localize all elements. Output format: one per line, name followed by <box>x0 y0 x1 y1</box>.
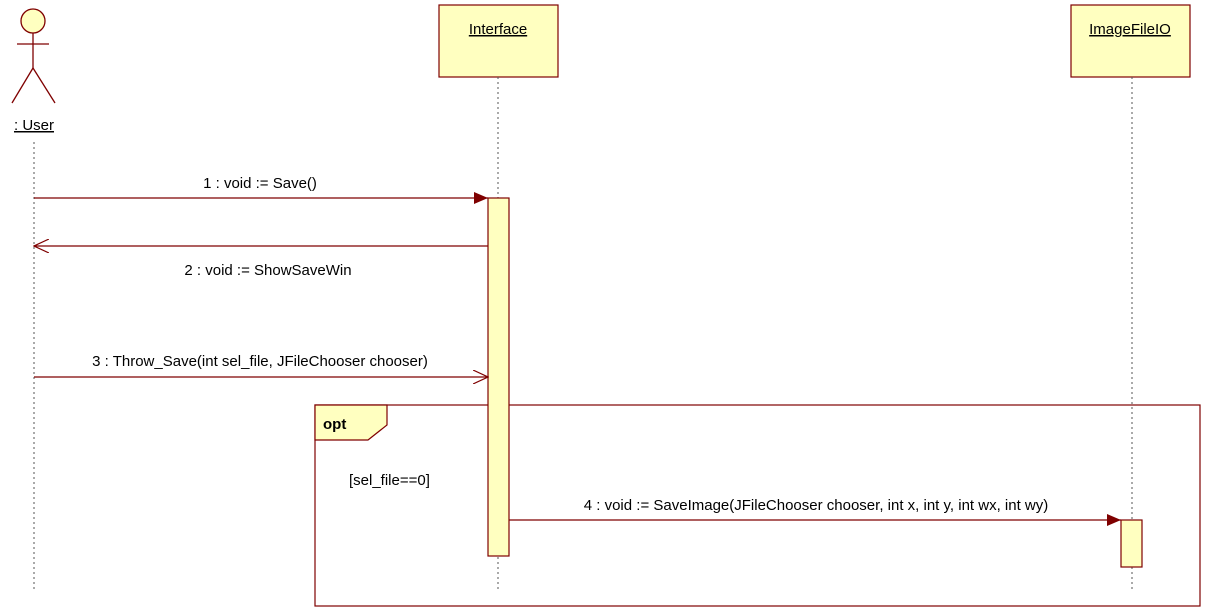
message-4[interactable]: 4 : void := SaveImage(JFileChooser choos… <box>509 497 1121 526</box>
opt-fragment-tab <box>314 404 388 441</box>
message-1[interactable]: 1 : void := Save() <box>34 175 488 204</box>
opt-fragment-guard: [sel_file==0] <box>349 472 430 489</box>
message-1-label: 1 : void := Save() <box>203 175 317 192</box>
interface-object-box <box>438 4 559 78</box>
opt-fragment[interactable]: opt [sel_file==0] <box>314 404 1201 607</box>
imagefileio-object[interactable]: ImageFileIO <box>1070 4 1191 78</box>
interface-object-label: Interface <box>469 21 527 38</box>
message-2-label: 2 : void := ShowSaveWin <box>184 262 351 279</box>
user-actor-label: : User <box>14 117 54 134</box>
message-3-label: 3 : Throw_Save(int sel_file, JFileChoose… <box>92 353 428 370</box>
message-2[interactable]: 2 : void := ShowSaveWin <box>34 246 488 279</box>
opt-fragment-operator: opt <box>323 416 346 433</box>
stick-figure-icon <box>11 8 56 104</box>
imagefileio-object-box <box>1070 4 1191 78</box>
opt-fragment-frame <box>314 404 1201 607</box>
user-actor[interactable]: : User <box>11 8 56 134</box>
message-4-label: 4 : void := SaveImage(JFileChooser choos… <box>584 497 1049 514</box>
interface-activation-bar <box>487 197 510 557</box>
message-3[interactable]: 3 : Throw_Save(int sel_file, JFileChoose… <box>34 353 488 377</box>
interface-object[interactable]: Interface <box>438 4 559 78</box>
imagefileio-activation-bar <box>1120 519 1143 568</box>
imagefileio-object-label: ImageFileIO <box>1089 21 1171 38</box>
